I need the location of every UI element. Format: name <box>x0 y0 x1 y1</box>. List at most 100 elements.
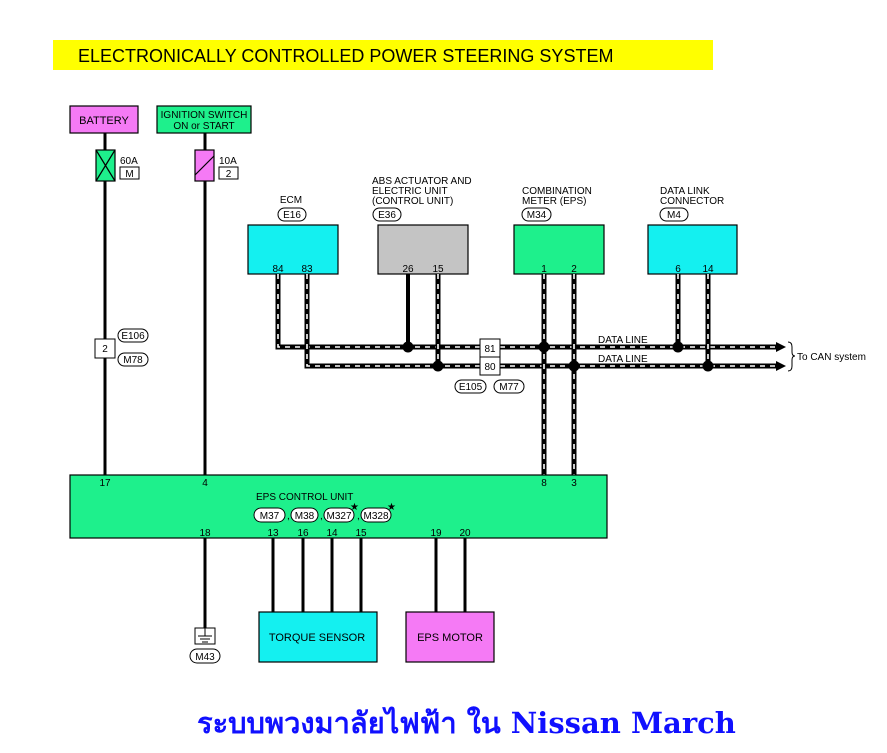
svg-text:M38: M38 <box>295 511 315 522</box>
svg-text:14: 14 <box>702 264 714 275</box>
data-link-connector-box <box>647 224 738 275</box>
tag-e106 <box>117 328 149 343</box>
abs-actuator-box <box>377 224 469 275</box>
eps-bottom-pin: 16 <box>297 528 309 539</box>
thai-caption: ระบบพวงมาลัยไฟฟ้า ใน Nissan March <box>197 706 736 740</box>
svg-text:M34: M34 <box>527 210 547 221</box>
battery-box <box>69 105 139 134</box>
tag-e105 <box>454 379 487 394</box>
svg-text:26: 26 <box>402 264 414 275</box>
tag-m37 <box>253 507 286 523</box>
fuse-60a-id: M <box>125 169 133 180</box>
tag-m4 <box>659 207 689 222</box>
ecm-label: ECM <box>280 195 302 206</box>
tag-m77 <box>493 379 525 394</box>
inline-connector-e106 <box>94 338 116 359</box>
svg-text:METER (EPS): METER (EPS) <box>522 196 586 207</box>
ignition-label-2: ON or START <box>173 121 234 132</box>
splice-dot <box>538 341 550 353</box>
tag-m38 <box>290 507 319 523</box>
svg-text:M37: M37 <box>260 511 280 522</box>
eps-bottom-pin: 18 <box>199 528 211 539</box>
torque-sensor-box <box>258 611 378 663</box>
svg-text:,: , <box>320 511 323 522</box>
arrow-right-icon <box>776 342 786 352</box>
svg-text:E36: E36 <box>378 210 396 221</box>
tag-m43 <box>189 648 221 664</box>
junction-pin-80 <box>479 356 501 376</box>
can-destination-label: To CAN system <box>797 352 866 363</box>
svg-text:83: 83 <box>301 264 313 275</box>
svg-text:15: 15 <box>432 264 444 275</box>
svg-text:ABS ACTUATOR AND: ABS ACTUATOR AND <box>372 176 472 187</box>
torque-sensor-label: TORQUE SENSOR <box>269 632 365 644</box>
data-line-label-2: DATA LINE <box>598 354 648 365</box>
fuse-10a-id: 2 <box>226 169 232 180</box>
svg-text:ELECTRIC UNIT: ELECTRIC UNIT <box>372 186 448 197</box>
splice-dot <box>402 341 414 353</box>
star-icon: ★ <box>350 502 359 513</box>
svg-text:CONNECTOR: CONNECTOR <box>660 196 724 207</box>
can-l-ecm <box>304 274 480 369</box>
combination-meter-box <box>513 224 605 275</box>
ignition-switch-box <box>156 105 252 134</box>
svg-text:DATA LINK: DATA LINK <box>660 186 710 197</box>
svg-text:M77: M77 <box>499 382 519 393</box>
svg-text:M328: M328 <box>363 511 388 522</box>
splice-dot <box>432 360 444 372</box>
power-wires <box>103 133 467 628</box>
fuse-60a-rating: 60A <box>120 156 138 167</box>
svg-text:84: 84 <box>272 264 284 275</box>
svg-text:2: 2 <box>102 344 108 355</box>
splice-dot <box>702 360 714 372</box>
eps-bottom-pin: 15 <box>355 528 367 539</box>
svg-text:E106: E106 <box>121 331 145 342</box>
eps-control-unit-box <box>69 474 608 539</box>
svg-text:COMBINATION: COMBINATION <box>522 186 592 197</box>
eps-bottom-pin: 20 <box>459 528 471 539</box>
ecm-box <box>247 224 339 275</box>
star-icon: ★ <box>387 502 396 513</box>
svg-text:,: , <box>287 511 290 522</box>
svg-text:E16: E16 <box>283 210 301 221</box>
eps-bottom-pin: 14 <box>326 528 338 539</box>
eps-top-pin: 8 <box>541 478 547 489</box>
svg-text:M327: M327 <box>326 511 351 522</box>
brace-icon <box>787 341 796 372</box>
eps-top-pin: 17 <box>99 478 111 489</box>
fuse-10a-rating: 10A <box>219 156 237 167</box>
eps-bottom-pin: 19 <box>430 528 442 539</box>
eps-top-pin: 3 <box>571 478 577 489</box>
tag-e16 <box>277 207 307 222</box>
eps-control-unit-label: EPS CONTROL UNIT <box>256 492 353 503</box>
eps-bottom-pin: 13 <box>267 528 279 539</box>
eps-motor-box <box>405 611 495 663</box>
title-banner <box>53 40 713 70</box>
svg-text:M43: M43 <box>195 652 215 663</box>
splice-dot <box>568 360 580 372</box>
svg-text:(CONTROL UNIT): (CONTROL UNIT) <box>372 196 453 207</box>
svg-text:M78: M78 <box>123 355 143 366</box>
eps-top-pin: 4 <box>202 478 208 489</box>
svg-text:1: 1 <box>541 264 547 275</box>
svg-text:M4: M4 <box>667 210 681 221</box>
tag-m78 <box>117 352 149 367</box>
diagram-title: ELECTRONICALLY CONTROLLED POWER STEERING… <box>78 46 613 66</box>
tag-m34 <box>521 207 552 222</box>
eps-motor-label: EPS MOTOR <box>417 632 483 644</box>
svg-text:E105: E105 <box>459 382 483 393</box>
svg-text:,: , <box>357 511 360 522</box>
tag-m328 <box>360 507 392 523</box>
data-line-label-1: DATA LINE <box>598 335 648 346</box>
svg-text:81: 81 <box>484 344 496 355</box>
svg-text:80: 80 <box>484 362 496 373</box>
tag-m327 <box>323 507 355 523</box>
svg-text:2: 2 <box>571 264 577 275</box>
splice-dot <box>672 341 684 353</box>
can-data-wires <box>275 274 776 475</box>
battery-label: BATTERY <box>79 115 129 127</box>
arrow-right-icon <box>776 361 786 371</box>
ignition-label-1: IGNITION SWITCH <box>161 110 248 121</box>
tag-e36 <box>372 207 402 222</box>
